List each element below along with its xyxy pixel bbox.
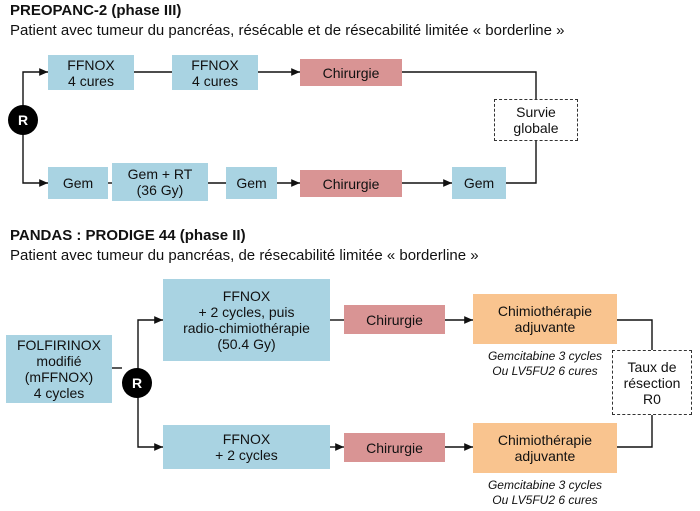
- arm-b-chirurgie: Chirurgie: [344, 433, 445, 462]
- study1-title: PREOPANC-2 (phase III): [10, 2, 182, 19]
- randomization-badge: R: [122, 368, 152, 398]
- arm-a-ffnox-1: FFNOX 4 cures: [48, 55, 134, 90]
- arm-b-gem-1: Gem: [48, 167, 108, 199]
- arm-a-chirurgie: Chirurgie: [344, 305, 445, 334]
- arm-b-gem-3: Gem: [452, 167, 506, 199]
- study2-title: PANDAS : PRODIGE 44 (phase II): [10, 227, 246, 244]
- arm-b-gem-2: Gem: [226, 167, 277, 199]
- start-folfirinox: FOLFIRINOX modifié (mFFNOX) 4 cycles: [6, 335, 112, 403]
- randomization-badge: R: [8, 105, 38, 135]
- arm-a-chirurgie: Chirurgie: [300, 59, 402, 86]
- endpoint-resection-r0: Taux de résection R0: [612, 350, 692, 415]
- arm-a-note: Gemcitabine 3 cycles Ou LV5FU2 6 cures: [487, 349, 603, 378]
- arm-b-gem-rt: Gem + RT (36 Gy): [112, 163, 208, 201]
- endpoint-survie-globale: Survie globale: [494, 99, 578, 141]
- arm-b-chirurgie: Chirurgie: [300, 170, 402, 197]
- study1-subtitle: Patient avec tumeur du pancréas, résécab…: [10, 22, 565, 39]
- arm-b-note: Gemcitabine 3 cycles Ou LV5FU2 6 cures: [487, 478, 603, 507]
- arm-b-chimio-adjuvante: Chimiothérapie adjuvante: [473, 423, 617, 473]
- arm-a-ffnox-2: FFNOX 4 cures: [172, 55, 258, 90]
- study2-subtitle: Patient avec tumeur du pancréas, de rése…: [10, 247, 479, 264]
- arm-b-ffnox: FFNOX + 2 cycles: [163, 425, 330, 469]
- arm-a-chimio-adjuvante: Chimiothérapie adjuvante: [473, 294, 617, 344]
- arm-a-ffnox-rct: FFNOX + 2 cycles, puis radio-chimiothéra…: [163, 279, 330, 361]
